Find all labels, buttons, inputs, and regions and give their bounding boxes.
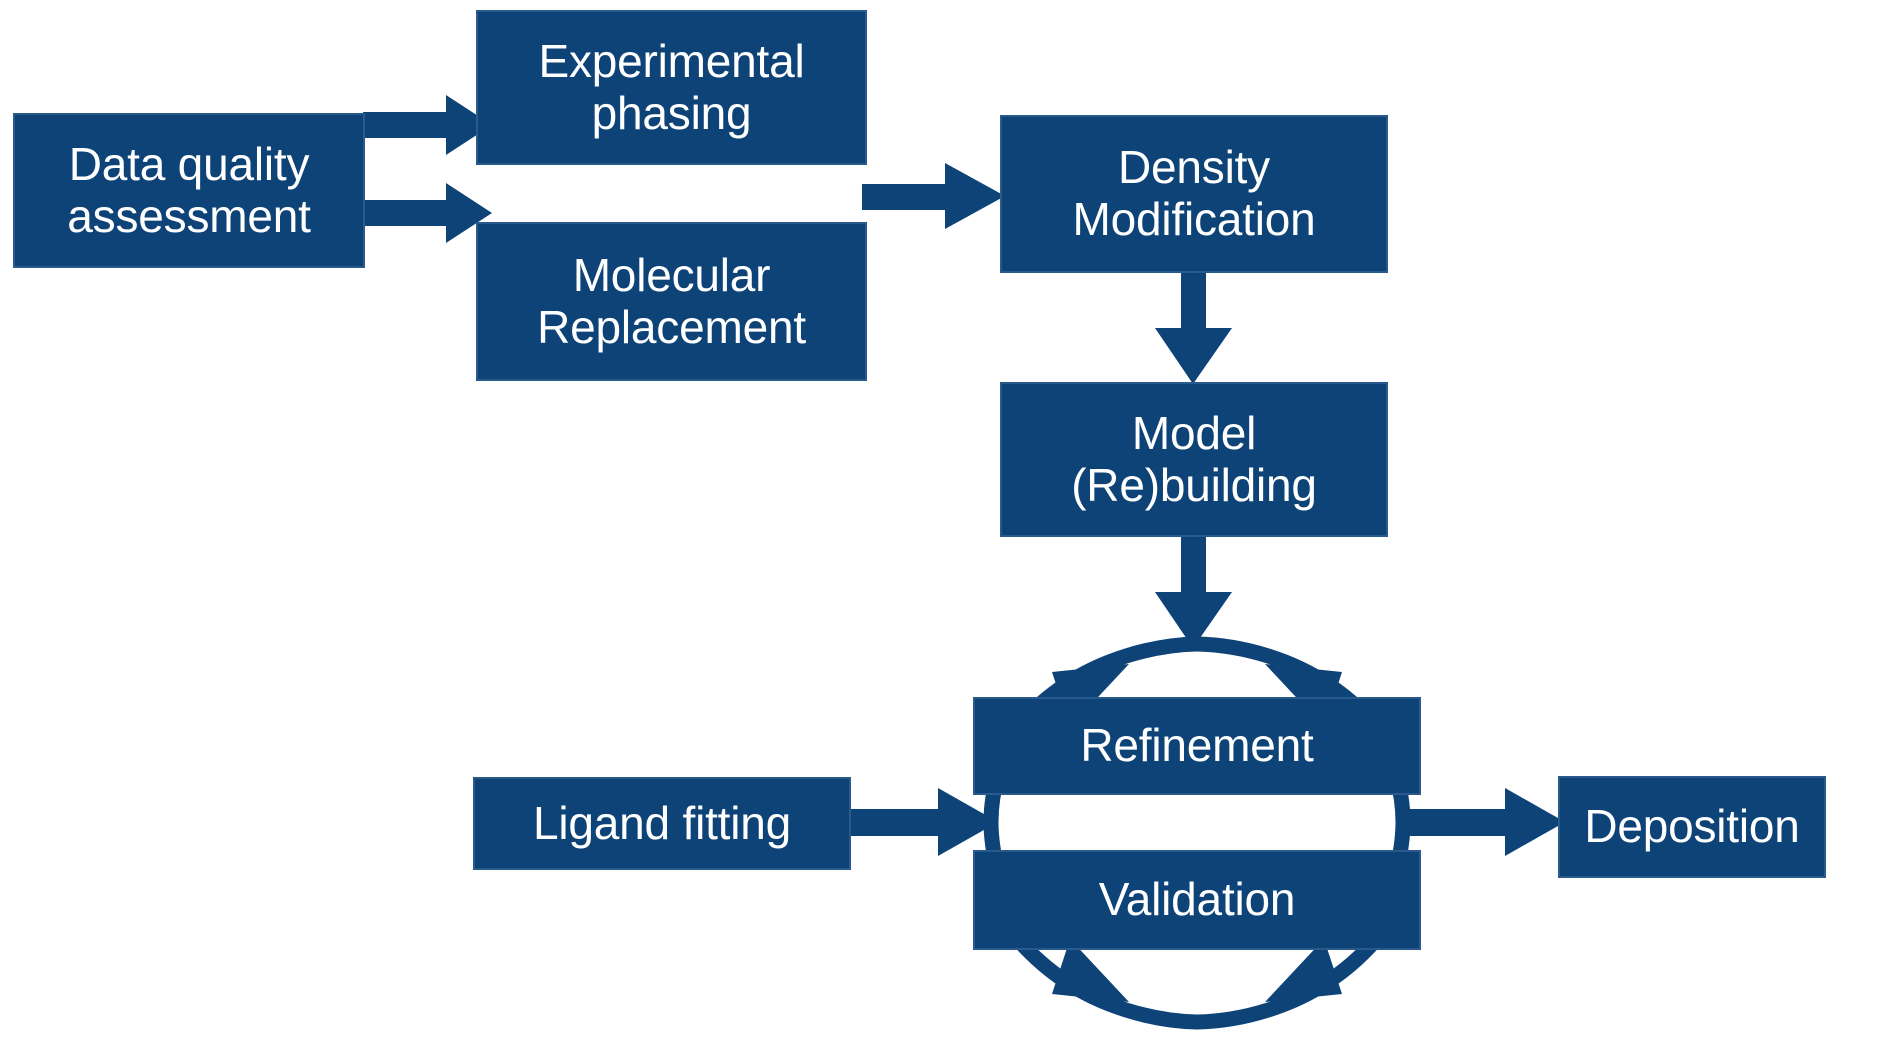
node-ligand-fitting[interactable]: Ligand fitting — [473, 777, 851, 870]
arrow-dqa-to-experimental-phasing — [363, 95, 492, 155]
arrow-ligand-fitting-to-cycle — [851, 788, 998, 856]
arrow-dqa-to-molecular-replacement — [363, 183, 492, 243]
node-data-quality-assessment[interactable]: Data quality assessment — [13, 113, 365, 268]
node-validation[interactable]: Validation — [973, 850, 1421, 950]
arrow-density-modification-to-model-rebuilding — [1155, 268, 1232, 384]
arrow-phasing-to-density-modification — [862, 163, 1005, 229]
arrow-cycle-to-deposition — [1400, 788, 1565, 856]
node-deposition[interactable]: Deposition — [1558, 776, 1826, 878]
node-density-modification[interactable]: Density Modification — [1000, 115, 1388, 273]
node-model-rebuilding[interactable]: Model (Re)building — [1000, 382, 1388, 537]
node-refinement[interactable]: Refinement — [973, 697, 1421, 795]
cycle-arc-bottom-right — [1189, 935, 1381, 1030]
node-experimental-phasing[interactable]: Experimental phasing — [476, 10, 867, 165]
cycle-arc-bottom-left — [1013, 935, 1205, 1030]
node-molecular-replacement[interactable]: Molecular Replacement — [476, 222, 867, 381]
arrow-model-rebuilding-to-cycle — [1155, 530, 1232, 648]
